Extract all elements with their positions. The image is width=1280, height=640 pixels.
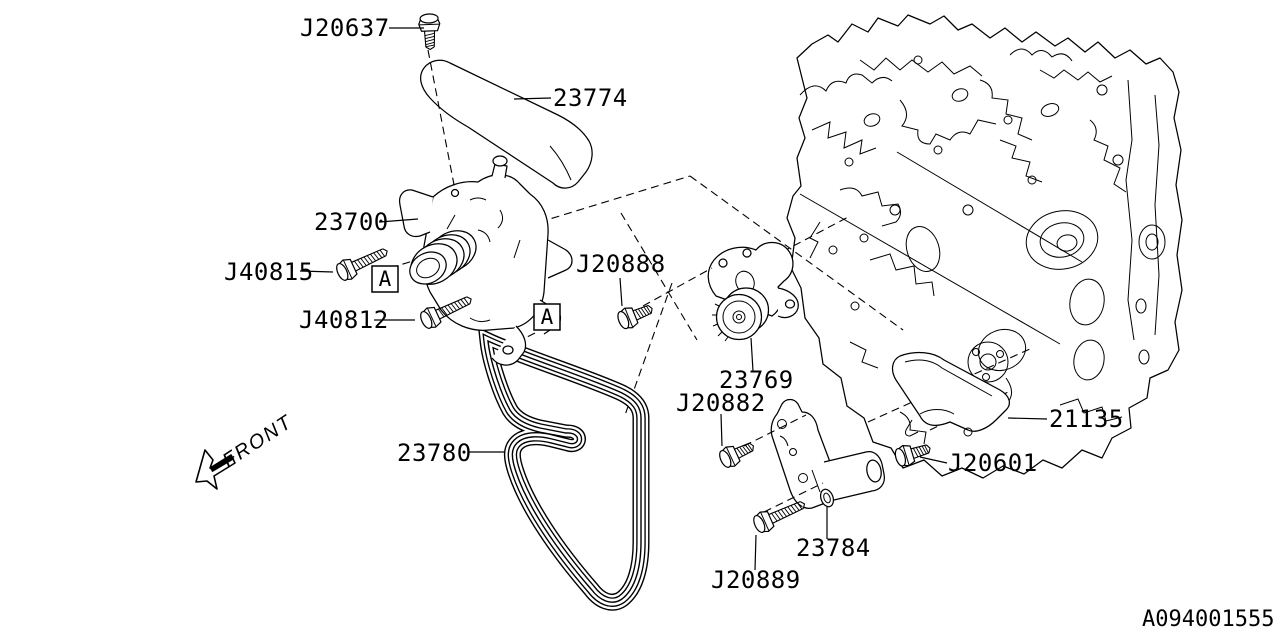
leader-lines xyxy=(299,27,1048,571)
part-label-23784: 23784 xyxy=(796,534,871,562)
drawing-code: A094001555 xyxy=(1142,607,1274,632)
front-arrow-shaft xyxy=(209,454,235,473)
part-23700-alternator xyxy=(398,155,573,366)
bolt-j20637 xyxy=(417,13,442,51)
part-label-j20888: J20888 xyxy=(576,250,666,278)
part-label-j40815: J40815 xyxy=(224,258,314,286)
part-21135-cover xyxy=(891,351,1010,437)
part-23784-bracket xyxy=(770,398,886,509)
detail-marker-a2-box xyxy=(533,303,561,331)
detail-marker-a2-label: A xyxy=(541,305,554,329)
part-label-23774: 23774 xyxy=(553,84,628,112)
assembly-axis-dashed-lines-front xyxy=(427,49,824,513)
part-label-21135: 21135 xyxy=(1049,405,1124,433)
detail-marker-a2: A xyxy=(533,303,561,331)
detail-marker-a1-label: A xyxy=(379,267,392,291)
part-label-j40812: J40812 xyxy=(299,306,389,334)
part-label-j20637: J20637 xyxy=(300,14,390,42)
detail-marker-a1: A xyxy=(371,265,399,293)
part-labels: J20637 23774 23700 J40815 J40812 J20888 … xyxy=(224,14,1124,594)
part-label-23769: 23769 xyxy=(719,366,794,394)
part-23780-belt xyxy=(477,326,650,611)
part-23769-tensioner xyxy=(707,241,799,342)
part-label-j20889: J20889 xyxy=(711,566,801,594)
part-label-j20882: J20882 xyxy=(676,389,766,417)
part-23774-cover xyxy=(420,59,593,189)
bolt-j20882 xyxy=(716,435,759,471)
part-label-j20601: J20601 xyxy=(948,449,1038,477)
detail-marker-a1-box xyxy=(371,265,399,293)
part-label-23700: 23700 xyxy=(314,208,389,236)
part-label-23780: 23780 xyxy=(397,439,472,467)
front-label: FRONT xyxy=(219,411,297,472)
front-direction-indicator: FRONT xyxy=(195,411,297,490)
